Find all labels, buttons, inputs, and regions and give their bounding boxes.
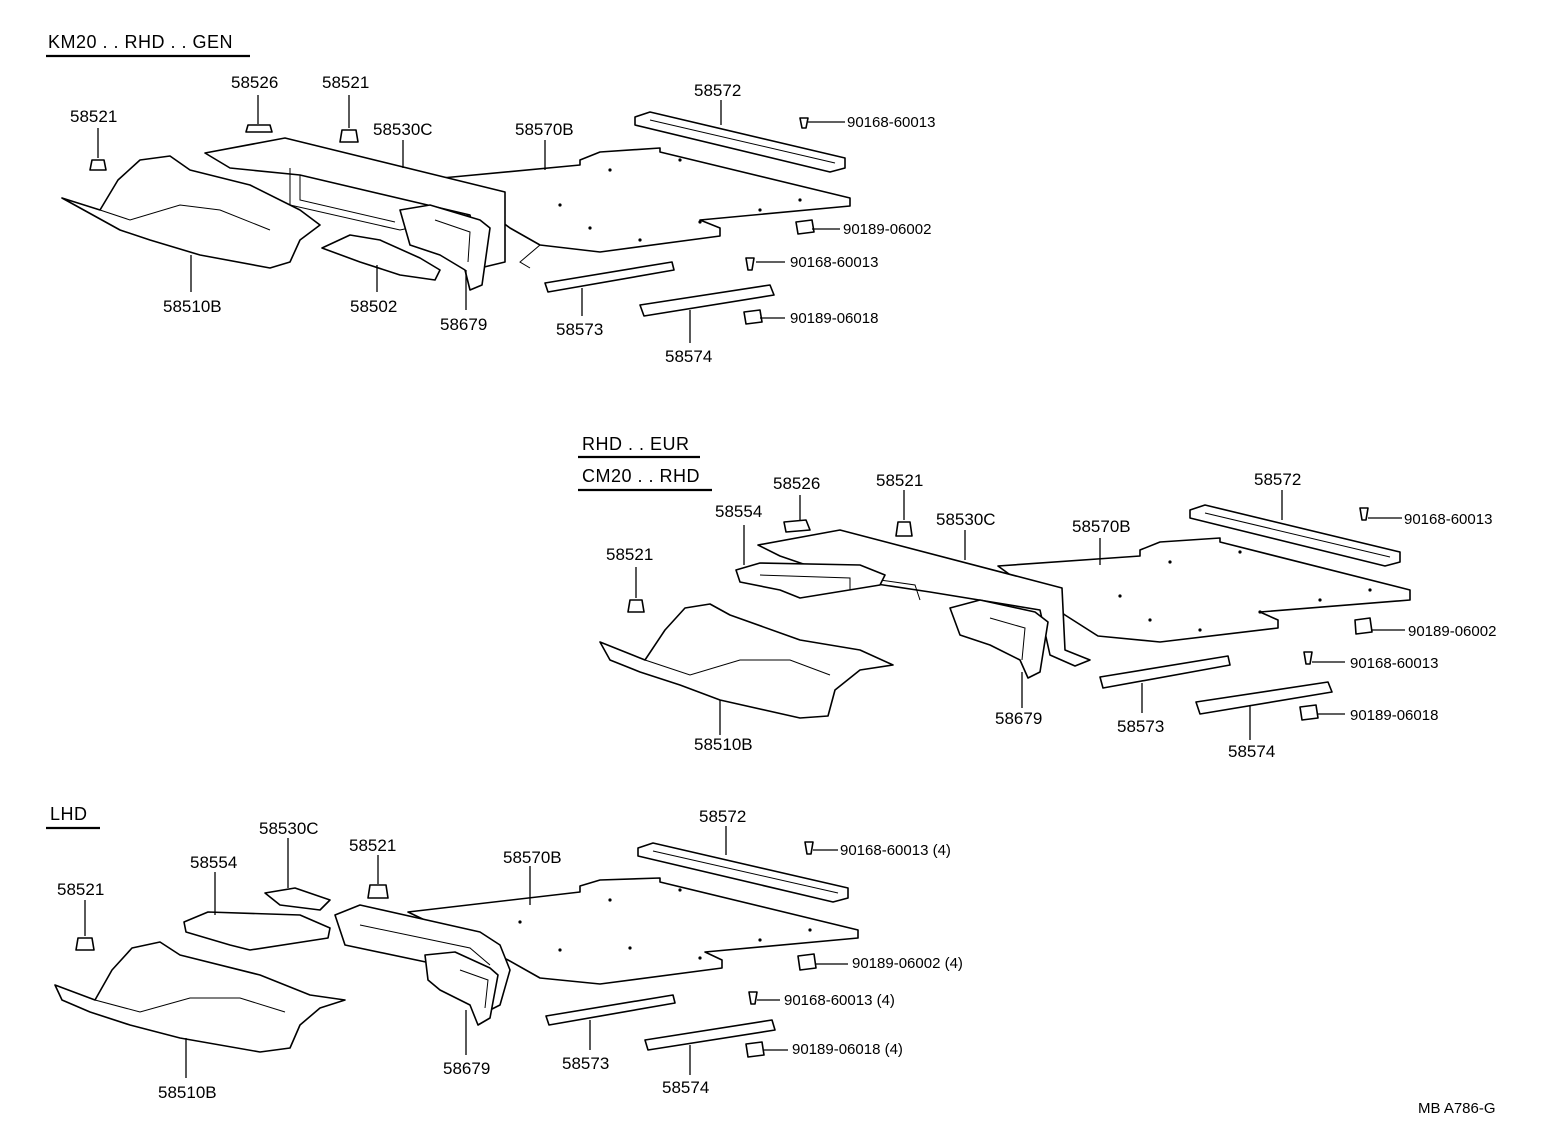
fastener-clip xyxy=(89,117,815,325)
front-floor-pan xyxy=(54,941,346,1053)
label-58502: 58502 xyxy=(350,297,397,316)
rail-58572 xyxy=(634,111,846,173)
pan-flange xyxy=(519,244,541,269)
rail-58574 xyxy=(639,284,775,317)
label-58554: 58554 xyxy=(190,853,237,872)
label-90168-60013: 90168-60013 xyxy=(847,114,935,131)
tunnel-detail xyxy=(359,924,491,966)
pan-rivets xyxy=(518,888,812,960)
label-90168-60013-4: 90168-60013 (4) xyxy=(840,842,951,859)
rail-line xyxy=(1204,512,1391,558)
bracket-detail xyxy=(989,617,1026,661)
label-58573: 58573 xyxy=(556,320,603,339)
label-58526: 58526 xyxy=(231,73,278,92)
rail-58572 xyxy=(637,842,849,903)
label-58526: 58526 xyxy=(773,474,820,493)
label-90189-06018: 90189-06018 xyxy=(790,310,878,327)
rail-58574 xyxy=(1195,681,1333,715)
pan-rivets xyxy=(1118,550,1372,632)
label-58510b: 58510B xyxy=(163,297,222,316)
label-90189-06018: 90189-06018 xyxy=(1350,707,1438,724)
label-90189-06018-4: 90189-06018 (4) xyxy=(792,1041,903,1058)
leader-lines xyxy=(635,490,1405,740)
bracket-detail xyxy=(459,969,489,1009)
label-58510b: 58510B xyxy=(694,735,753,754)
fastener-clip xyxy=(75,841,817,1058)
leader-lines xyxy=(97,95,845,343)
label-58530c: 58530C xyxy=(936,510,996,529)
label-90189-06002: 90189-06002 xyxy=(843,221,931,238)
tunnel xyxy=(334,904,511,1011)
label-58521: 58521 xyxy=(57,880,104,899)
bracket-detail xyxy=(434,219,471,263)
section-header-middle-1: RHD . . EUR xyxy=(582,434,690,454)
section-header-bottom: LHD xyxy=(50,804,88,824)
label-58573: 58573 xyxy=(1117,717,1164,736)
front-floor-pan xyxy=(599,603,894,719)
label-58521: 58521 xyxy=(349,836,396,855)
front-pan-contour xyxy=(99,204,271,231)
rail-line xyxy=(649,119,836,164)
label-58679: 58679 xyxy=(440,315,487,334)
label-58530c: 58530C xyxy=(373,120,433,139)
section-bottom: LHD xyxy=(46,804,963,1102)
label-58521: 58521 xyxy=(70,107,117,126)
label-90189-06002: 90189-06002 xyxy=(1408,623,1496,640)
label-58679: 58679 xyxy=(443,1059,490,1078)
label-90168-60013: 90168-60013 xyxy=(1350,655,1438,672)
label-58572: 58572 xyxy=(694,81,741,100)
label-90189-06002-4: 90189-06002 (4) xyxy=(852,955,963,972)
label-58530c: 58530C xyxy=(259,819,319,838)
label-58570b: 58570B xyxy=(503,848,562,867)
label-58574: 58574 xyxy=(662,1078,709,1097)
section-detail xyxy=(759,574,851,590)
label-58570b: 58570B xyxy=(515,120,574,139)
label-58573: 58573 xyxy=(562,1054,609,1073)
fastener-clip xyxy=(627,507,1373,721)
side-bracket xyxy=(949,599,1049,679)
front-floor-section xyxy=(183,911,331,951)
section-top: KM20 . . RHD . . GEN xyxy=(46,32,935,366)
pan-rivets xyxy=(558,158,802,242)
section-middle: RHD . . EUR CM20 . . RHD xyxy=(578,434,1496,761)
front-floor-section xyxy=(735,562,886,599)
label-58510b: 58510B xyxy=(158,1083,217,1102)
side-bracket xyxy=(399,204,491,291)
front-floor-pan xyxy=(61,155,321,269)
label-90168-60013-4: 90168-60013 (4) xyxy=(784,992,895,1009)
label-58554: 58554 xyxy=(715,502,762,521)
section-header-middle-2: CM20 . . RHD xyxy=(582,466,700,486)
label-58572: 58572 xyxy=(699,807,746,826)
label-58572: 58572 xyxy=(1254,470,1301,489)
label-58521: 58521 xyxy=(322,73,369,92)
label-58521: 58521 xyxy=(606,545,653,564)
label-58679: 58679 xyxy=(995,709,1042,728)
rail-58572 xyxy=(1189,504,1401,567)
section-header-top: KM20 . . RHD . . GEN xyxy=(48,32,233,52)
label-58570b: 58570B xyxy=(1072,517,1131,536)
side-bracket xyxy=(424,951,499,1026)
leader-lines xyxy=(84,826,848,1078)
label-58574: 58574 xyxy=(1228,742,1275,761)
floor-pan-rear xyxy=(407,877,859,985)
front-pan-contour xyxy=(644,659,831,676)
small-plate xyxy=(321,234,441,281)
tunnel-inner xyxy=(299,175,396,223)
diagram-code: MB A786-G xyxy=(1418,1100,1496,1117)
label-58574: 58574 xyxy=(665,347,712,366)
label-58521: 58521 xyxy=(876,471,923,490)
rail-58573 xyxy=(1099,655,1231,689)
panel-edge xyxy=(879,579,921,601)
floor-pan-rear xyxy=(997,537,1411,643)
rail-58573 xyxy=(544,261,675,293)
rail-58574 xyxy=(644,1019,776,1051)
floor-pan-rear xyxy=(441,147,851,253)
front-pan-contour xyxy=(94,997,286,1013)
label-90168-60013: 90168-60013 xyxy=(790,254,878,271)
rail-line xyxy=(652,850,839,894)
rail-58573 xyxy=(545,994,676,1026)
center-floor-panel xyxy=(264,887,331,911)
label-90168-60013: 90168-60013 xyxy=(1404,511,1492,528)
